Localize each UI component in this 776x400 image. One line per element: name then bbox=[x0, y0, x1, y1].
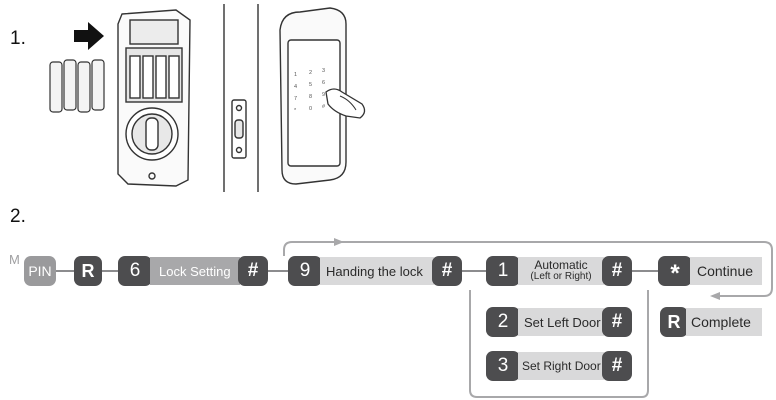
step-2-number: 2. bbox=[10, 206, 26, 227]
loop-arrow-right-icon bbox=[334, 238, 344, 246]
three-key: 3 bbox=[486, 351, 520, 381]
svg-text:3: 3 bbox=[322, 68, 325, 74]
svg-text:7: 7 bbox=[294, 96, 297, 102]
flow-loop-frame bbox=[283, 241, 773, 398]
hash-key: # bbox=[432, 256, 462, 286]
complete-r-key: R bbox=[660, 307, 688, 337]
batteries-illustration bbox=[49, 59, 105, 113]
svg-text:0: 0 bbox=[309, 106, 312, 112]
six-key: 6 bbox=[118, 256, 152, 286]
finger-icon bbox=[325, 88, 366, 119]
lock-keypad-illustration: 1 2 3 4 5 6 7 8 9 * 0 # bbox=[279, 7, 347, 185]
svg-text:8: 8 bbox=[309, 94, 312, 100]
m-label: M bbox=[9, 252, 20, 267]
automatic-subtitle: (Left or Right) bbox=[530, 271, 592, 282]
hash-key: # bbox=[602, 307, 632, 337]
set-right-door-label: Set Right Door bbox=[518, 352, 604, 380]
two-key: 2 bbox=[486, 307, 520, 337]
hash-key: # bbox=[602, 351, 632, 381]
nine-key: 9 bbox=[288, 256, 322, 286]
insert-arrow-icon bbox=[74, 22, 104, 50]
strike-plate-illustration bbox=[231, 99, 247, 159]
lock-setting-label: Lock Setting bbox=[150, 257, 240, 285]
connector bbox=[632, 270, 658, 272]
svg-text:9: 9 bbox=[322, 92, 325, 98]
continue-label: Continue bbox=[690, 257, 762, 285]
complete-label: Complete bbox=[686, 308, 762, 336]
lock-interior-illustration bbox=[117, 9, 191, 187]
svg-text:5: 5 bbox=[309, 82, 312, 88]
connector bbox=[56, 270, 74, 272]
svg-text:4: 4 bbox=[294, 84, 297, 90]
pin-key: PIN bbox=[24, 256, 56, 286]
hash-key: # bbox=[238, 256, 268, 286]
connector bbox=[268, 270, 288, 272]
connector bbox=[100, 270, 118, 272]
svg-text:1: 1 bbox=[294, 72, 297, 78]
loop-arrow-left-icon bbox=[710, 292, 720, 300]
step-1-number: 1. bbox=[10, 28, 26, 49]
handing-label: Handing the lock bbox=[320, 257, 434, 285]
star-key: * bbox=[658, 256, 692, 287]
svg-text:6: 6 bbox=[322, 80, 325, 86]
connector bbox=[460, 270, 486, 272]
svg-text:*: * bbox=[294, 108, 297, 114]
hash-key: # bbox=[602, 256, 632, 286]
one-key: 1 bbox=[486, 256, 520, 286]
set-left-door-label: Set Left Door bbox=[518, 308, 604, 336]
automatic-title: Automatic bbox=[534, 258, 588, 272]
svg-text:#: # bbox=[322, 104, 326, 110]
svg-text:2: 2 bbox=[309, 70, 312, 76]
r-key: R bbox=[74, 256, 102, 286]
automatic-label: Automatic (Left or Right) bbox=[518, 257, 604, 285]
